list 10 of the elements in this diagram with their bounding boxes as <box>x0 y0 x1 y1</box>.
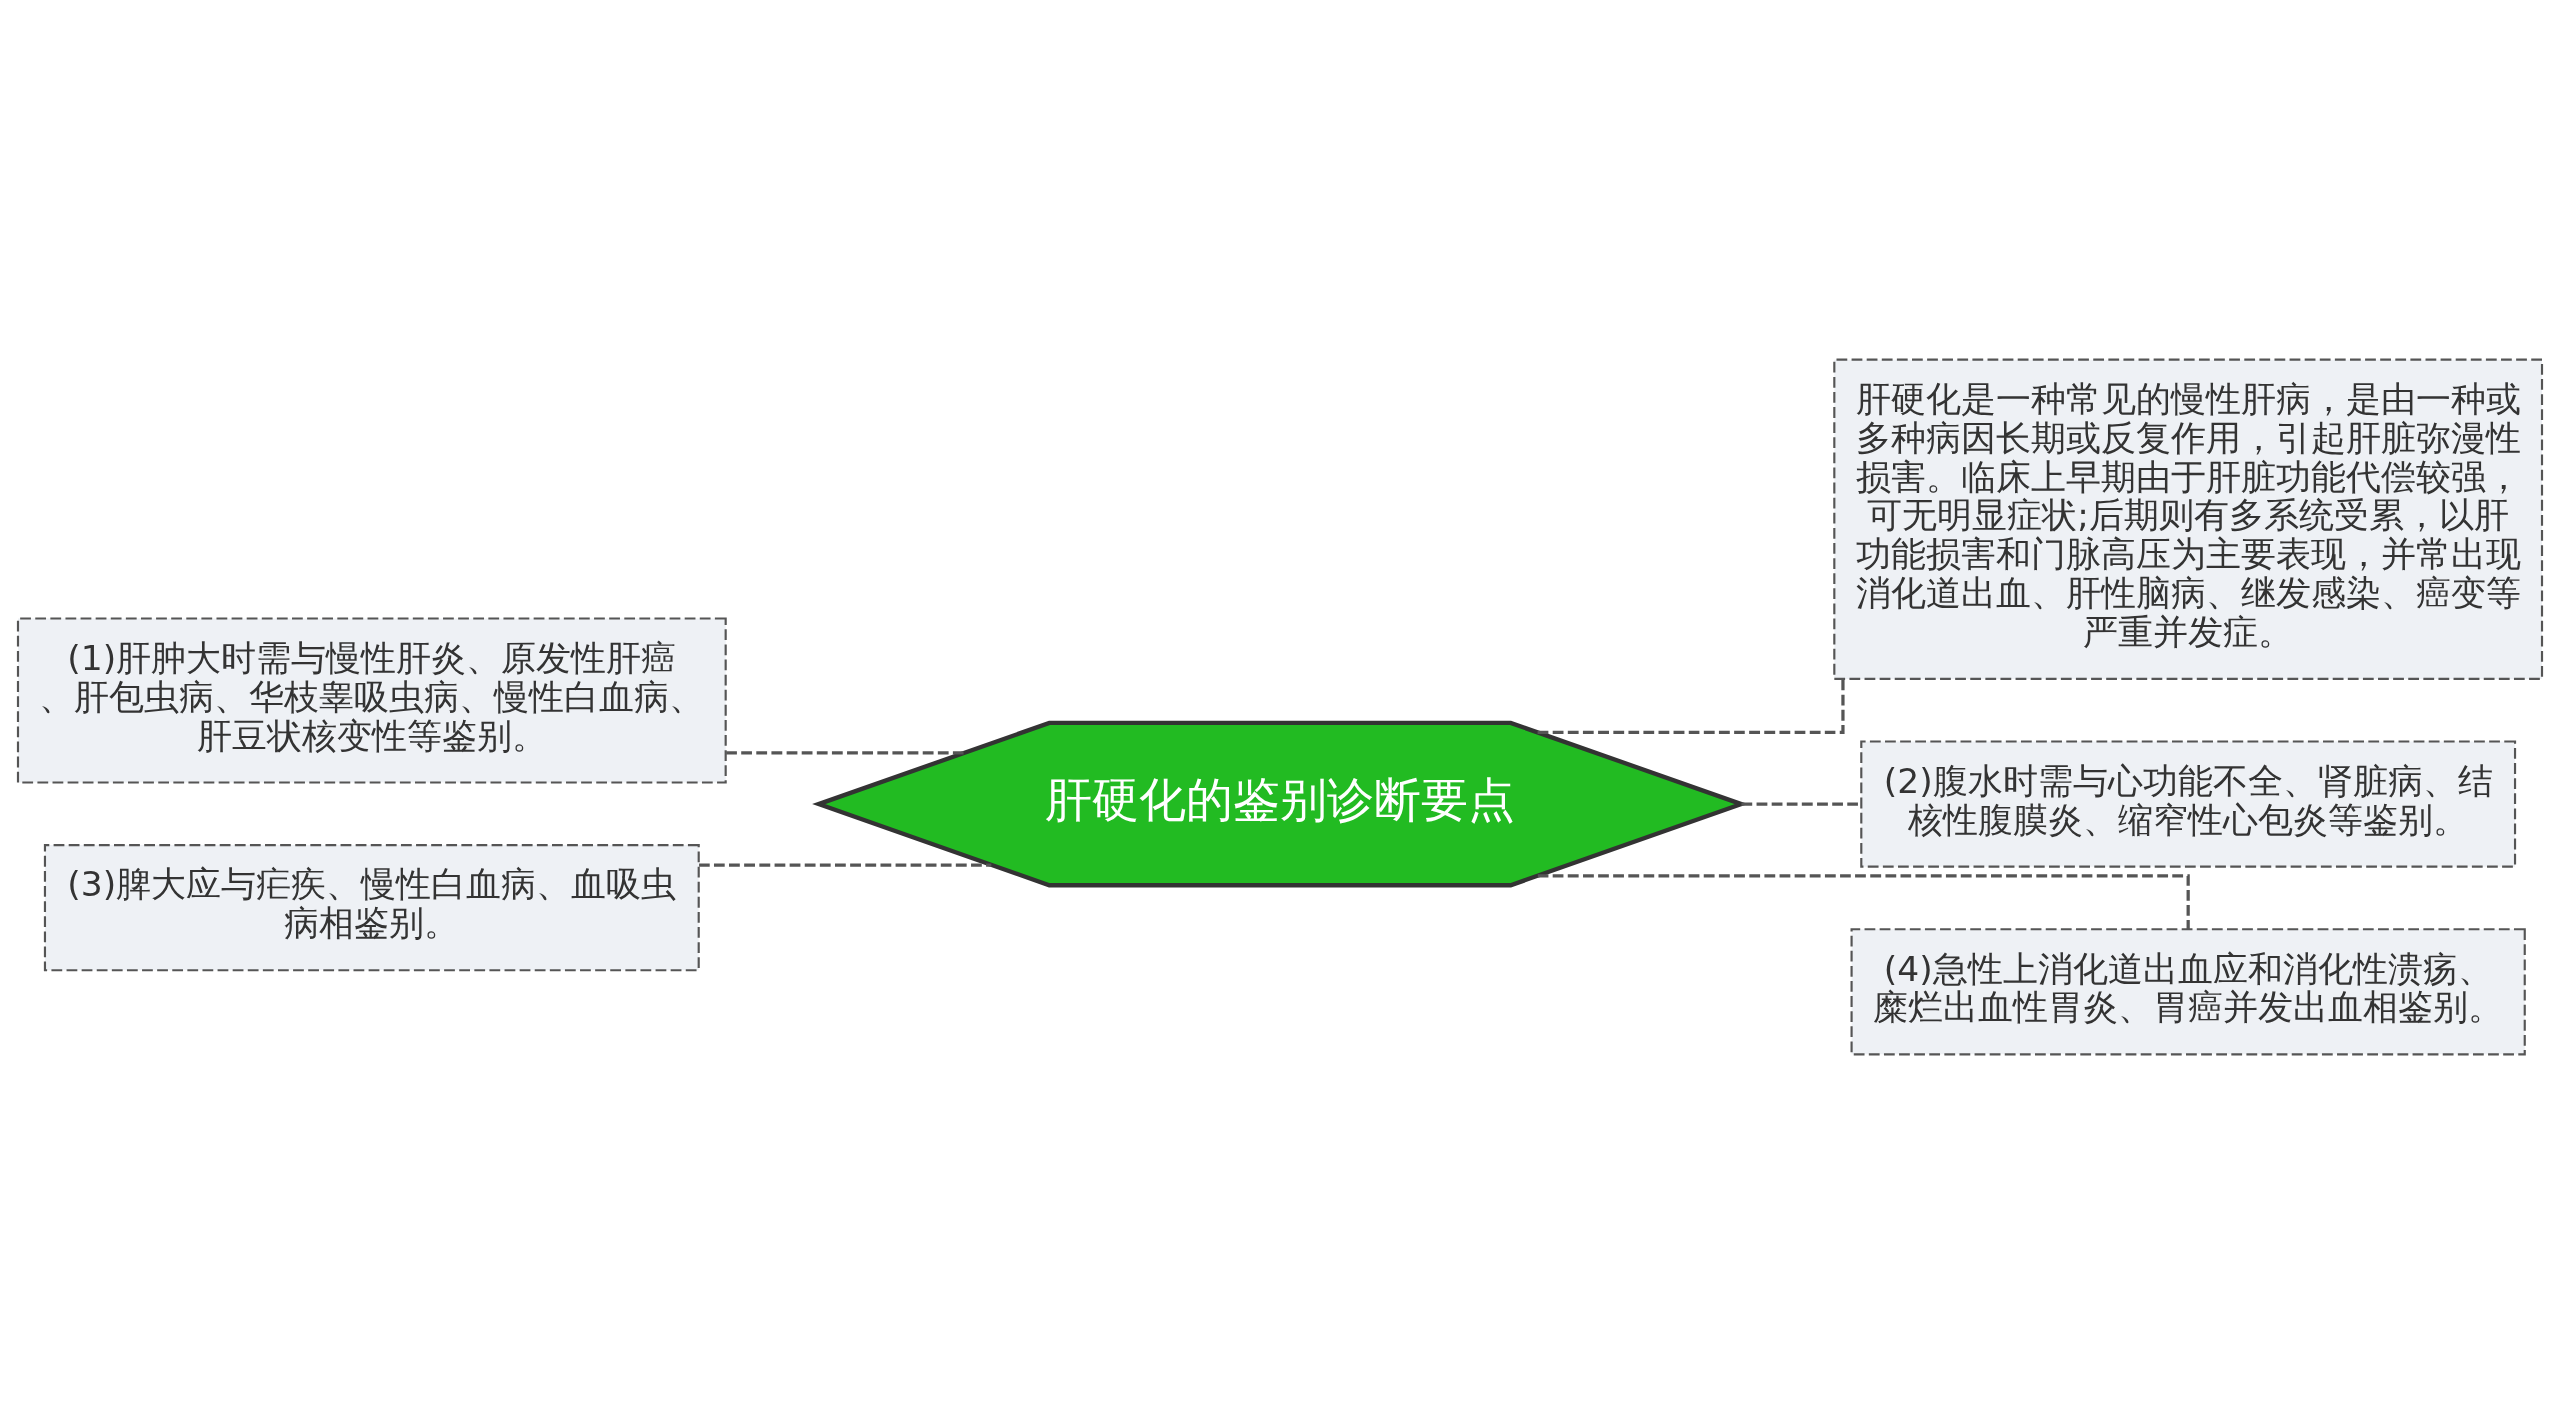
connector <box>1741 802 1861 806</box>
node-box: (3)脾大应与疟疾、慢性白血病、血吸虫病相鉴别。 <box>43 844 700 972</box>
node-box: (4)急性上消化道出血应和消化性溃疡、糜烂出血性胃炎、胃癌并发出血相鉴别。 <box>1850 928 2526 1056</box>
connector <box>699 863 992 867</box>
connector <box>1537 874 2190 930</box>
node-box: (1)肝肿大时需与慢性肝炎、原发性肝癌、肝包虫病、华枝睾吸虫病、慢性白血病、肝豆状核变性等鉴别。 <box>16 617 727 784</box>
node-box: (2)腹水时需与心功能不全、肾脏病、结核性腹膜炎、缩窄性心包炎等鉴别。 <box>1860 740 2517 868</box>
node-box: 肝硬化是一种常见的慢性肝病，是由一种或多种病因长期或反复作用，引起肝脏弥漫性损害。临床上早期由于肝脏功能代偿较强，可无明显症状;后期则有多系统受累，以肝功能损害和门脉高压为主要表现，并常出现消化道出血、肝性脑病、继发感染、癌变等严重并发症。 <box>1833 358 2544 681</box>
connector <box>1537 679 1845 734</box>
connector <box>726 751 964 755</box>
